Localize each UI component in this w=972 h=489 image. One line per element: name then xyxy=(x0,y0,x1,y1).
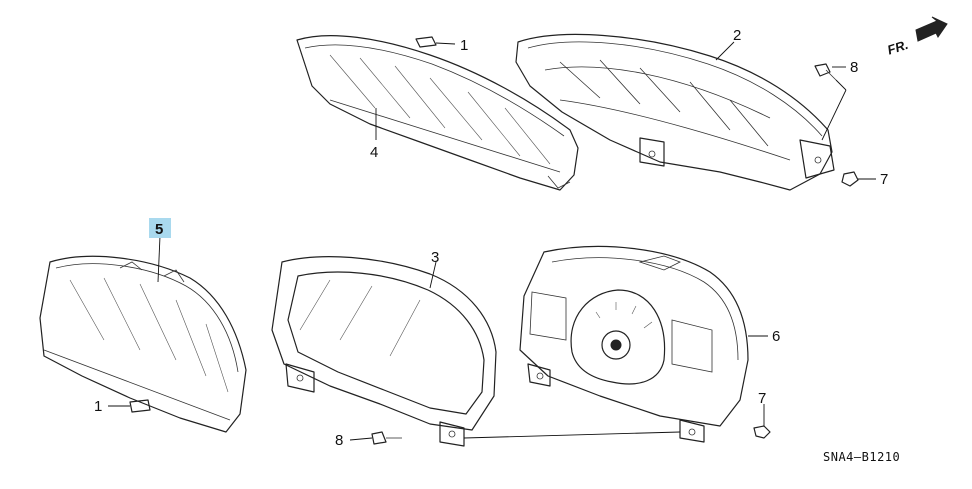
callout-6: 6 xyxy=(772,328,780,345)
part-6-meter-assembly xyxy=(519,245,749,443)
front-direction-label: FR. xyxy=(885,37,910,58)
nut-7-bottom xyxy=(753,425,771,439)
callout-7-top: 7 xyxy=(880,171,888,188)
nut-7-top xyxy=(841,171,859,187)
callout-2: 2 xyxy=(733,27,741,44)
diagram-code: SNA4–B1210 xyxy=(823,450,900,464)
callout-5-highlight xyxy=(149,218,171,238)
callout-1-top: 1 xyxy=(460,37,468,54)
leader-lines xyxy=(108,41,876,441)
part-4-lens xyxy=(296,35,579,191)
callout-3: 3 xyxy=(431,249,439,266)
part-5-lens xyxy=(39,255,247,433)
clip-1-top xyxy=(415,36,437,48)
callout-8-top: 8 xyxy=(850,59,858,76)
callout-4: 4 xyxy=(370,144,378,161)
callouts: 1 2 8 4 7 5 3 6 1 7 8 xyxy=(94,27,888,449)
screw-8-bottom xyxy=(371,431,402,445)
callout-7-bottom: 7 xyxy=(758,390,766,407)
callout-1-bottom: 1 xyxy=(94,398,102,415)
front-direction-arrow: FR. xyxy=(885,16,948,58)
part-3-bezel xyxy=(271,256,497,447)
callout-5: 5 xyxy=(155,221,163,238)
clip-1-bottom xyxy=(129,399,151,413)
screw-8-top xyxy=(814,63,837,81)
callout-8-bottom: 8 xyxy=(335,432,343,449)
part-2-upper-housing xyxy=(515,33,835,191)
